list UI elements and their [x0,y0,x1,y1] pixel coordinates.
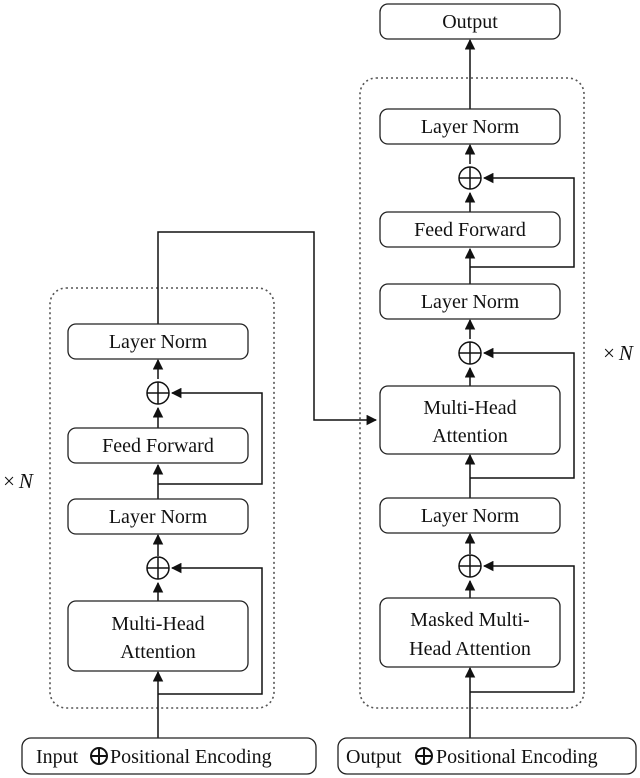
encoder-layer-norm-top-label: Layer Norm [109,331,208,353]
encoder-concat-plus-icon [90,747,108,765]
decoder-input-left: Output [346,746,402,768]
decoder-residual-2 [470,347,575,479]
encoder-repeat-label: ×N [3,469,34,493]
decoder-masked-attention-line1: Masked Multi- [410,609,529,631]
decoder-output-box: Output [379,3,561,40]
decoder-layer-norm-top-label: Layer Norm [421,116,520,138]
decoder-add-norm-3 [458,166,482,190]
encoder-add-norm-2 [146,381,170,405]
decoder-repeat-times: × [603,341,615,365]
decoder-cross-attention-line2: Attention [432,425,508,447]
decoder-add-norm-1 [458,554,482,578]
encoder-repeat-n: N [18,469,34,493]
decoder-layer-norm-1-label: Layer Norm [421,505,520,527]
decoder-layer-norm-2: Layer Norm [379,283,561,320]
encoder-attention-line1: Multi-Head [111,613,204,635]
decoder-layer-norm-1: Layer Norm [379,497,561,534]
decoder-masked-attention-line2: Head Attention [409,638,531,660]
decoder-residual-1 [470,560,575,693]
encoder-residual-1 [158,562,263,695]
decoder-stack-frame [359,77,585,709]
decoder-feed-forward-label: Feed Forward [414,219,526,241]
decoder-residual-3 [470,172,575,268]
decoder-repeat-n: N [618,341,634,365]
decoder-layer-norm-2-label: Layer Norm [421,291,520,313]
decoder-concat-plus-icon [415,747,433,765]
encoder-input-left: Input [36,746,79,768]
decoder-input-right: Positional Encoding [436,746,598,768]
encoder-input-box: Input Positional Encoding [21,737,317,775]
decoder-feed-forward: Feed Forward [379,211,561,248]
decoder-stack: ×N Output Layer Norm F [337,3,637,775]
encoder-multi-head-attention: Multi-Head Attention [67,600,249,672]
decoder-add-norm-2 [458,341,482,365]
decoder-cross-attention-line1: Multi-Head [423,397,516,419]
encoder-to-decoder-wire [157,231,378,426]
encoder-stack: ×N Layer Norm Feed Forward Layer Norm [3,231,378,775]
decoder-masked-attention: Masked Multi- Head Attention [379,597,561,668]
encoder-layer-norm-top: Layer Norm [67,323,249,360]
encoder-add-norm-1 [146,556,170,580]
decoder-output-label: Output [442,11,498,33]
encoder-repeat-times: × [3,469,15,493]
encoder-residual-2 [158,387,263,485]
encoder-input-right: Positional Encoding [110,746,272,768]
encoder-attention-line2: Attention [120,641,196,663]
encoder-layer-norm-mid-label: Layer Norm [109,506,208,528]
encoder-layer-norm-mid: Layer Norm [67,498,249,535]
decoder-cross-attention: Multi-Head Attention [379,385,561,455]
encoder-feed-forward-label: Feed Forward [102,435,214,457]
decoder-repeat-label: ×N [603,341,634,365]
decoder-input-box: Output Positional Encoding [337,737,637,775]
encoder-stack-frame [49,287,275,709]
encoder-feed-forward: Feed Forward [67,427,249,464]
decoder-layer-norm-top: Layer Norm [379,108,561,145]
